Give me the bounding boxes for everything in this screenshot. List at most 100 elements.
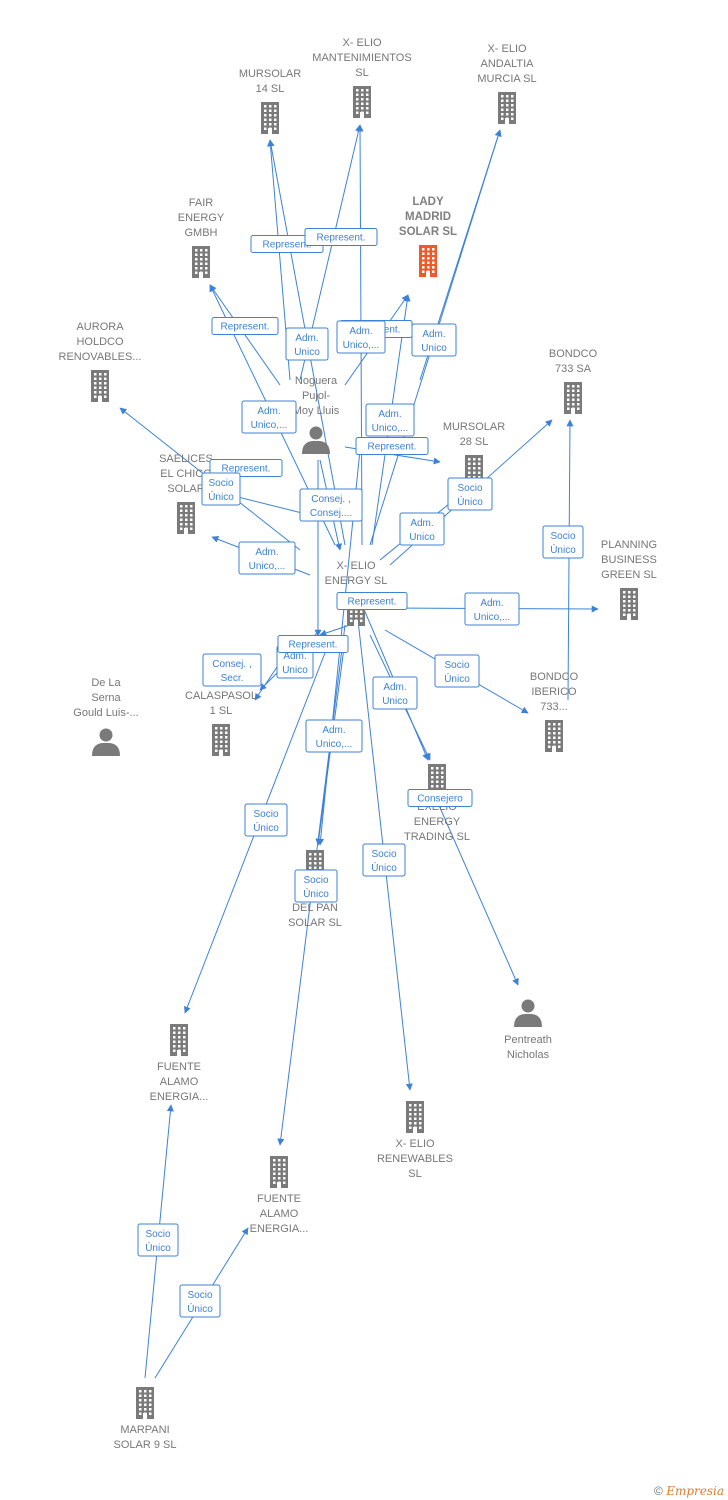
node-label: ALAMO (260, 1208, 299, 1220)
edge-label-text: Socio (145, 1229, 170, 1240)
edge-label-text: Adm. (255, 547, 278, 558)
edge-label-text: Socio (208, 478, 233, 489)
node-label: MURSOLAR (239, 68, 301, 80)
company-node-fuente2[interactable]: FUENTEALAMOENERGIA... (250, 1156, 309, 1235)
node-label: DEL PAN (292, 902, 338, 914)
edge-label[interactable]: Represent. (209, 459, 283, 477)
edge-label-box (201, 472, 241, 506)
node-label: IBERICO (531, 686, 577, 698)
edge-label-box (202, 653, 262, 687)
building-icon (91, 370, 109, 402)
relationship-edge (319, 624, 351, 637)
edge-label[interactable]: Adm.Unico,... (241, 400, 297, 434)
edge-label[interactable]: Adm.Unico,... (365, 403, 415, 437)
edge-label-text: Único (550, 543, 576, 556)
edge-label-box (241, 400, 297, 434)
edge-label[interactable]: Adm.Unico,... (336, 320, 386, 354)
edge-label-box (299, 488, 363, 522)
node-label: BONDCO (549, 348, 598, 360)
edge-label[interactable]: Adm.Unico (372, 676, 418, 710)
edge-label-box (434, 654, 480, 688)
edge-label-box (294, 869, 338, 903)
edge-label-box (209, 459, 283, 477)
edge-label-box (336, 320, 386, 354)
edge-label[interactable]: Adm.Unico,... (238, 541, 296, 575)
edge-label-text: Adm. (480, 598, 503, 609)
edge-label-text: Unico (282, 665, 308, 676)
building-icon (136, 1387, 154, 1419)
edge-label[interactable]: Represent. (304, 228, 378, 246)
edge-label-text: Represent. (289, 640, 338, 651)
node-label: Moy Lluis (293, 405, 340, 417)
edge-label-box (411, 323, 457, 357)
node-label: GMBH (185, 227, 218, 239)
building-icon (270, 1156, 288, 1188)
edge-label[interactable]: Adm.Unico,... (305, 719, 363, 753)
node-label: X- ELIO (395, 1138, 435, 1150)
node-label: Noguera (295, 375, 338, 387)
node-label: RENOVABLES... (59, 351, 142, 363)
edge-label-box (336, 592, 408, 610)
edge-label-text: Unico,... (372, 423, 409, 434)
edge-label-text: Consej.... (310, 508, 352, 519)
edge-label[interactable]: Adm.Unico (276, 645, 314, 679)
edge-label-text: Consejero (417, 794, 463, 805)
building-icon (419, 245, 437, 277)
edge-label-text: Unico,... (343, 340, 380, 351)
edge-label[interactable]: Adm.Unico (399, 512, 445, 546)
building-icon (261, 102, 279, 134)
company-node-aurora[interactable]: AURORAHOLDCORENOVABLES... (59, 321, 142, 402)
building-icon (212, 724, 230, 756)
edge-label[interactable]: Consej. ,Secr. (202, 653, 262, 687)
edge-label-text: Represent. (317, 233, 366, 244)
building-icon (406, 1101, 424, 1133)
edge-label-box (362, 843, 406, 877)
relationship-edge (429, 784, 519, 986)
edge-label[interactable]: Adm. Unico,... (464, 592, 520, 626)
edge-label-text: Unico (421, 343, 447, 354)
edge-label-box (365, 403, 415, 437)
company-node-fuente1[interactable]: FUENTEALAMOENERGIA... (150, 1024, 209, 1103)
edge-label-text: Unico,... (474, 612, 511, 623)
edge-label[interactable]: Represent. (277, 635, 349, 653)
edge-label-box (464, 592, 520, 626)
edge-label-text: Adm. (295, 333, 318, 344)
edge-label[interactable]: Represent. (336, 592, 408, 610)
edge-label[interactable]: Consej. ,Consej.... (299, 488, 363, 522)
node-label: AURORA (76, 321, 124, 333)
edge-label[interactable]: Represent. (355, 437, 429, 455)
edge-label-text: Adm. (383, 682, 406, 693)
edge-label[interactable]: Adm.Unico (285, 327, 329, 361)
edge-label[interactable]: Adm.Unico (411, 323, 457, 357)
edge-label[interactable]: Consejero (407, 789, 473, 807)
edge-label[interactable]: Represent. (211, 317, 279, 335)
edge-label-box (355, 437, 429, 455)
edge-label-text: Represent. (348, 597, 397, 608)
company-node-bondco_iberico[interactable]: BONDCOIBERICO733... (530, 671, 579, 752)
node-label: FUENTE (257, 1193, 301, 1205)
